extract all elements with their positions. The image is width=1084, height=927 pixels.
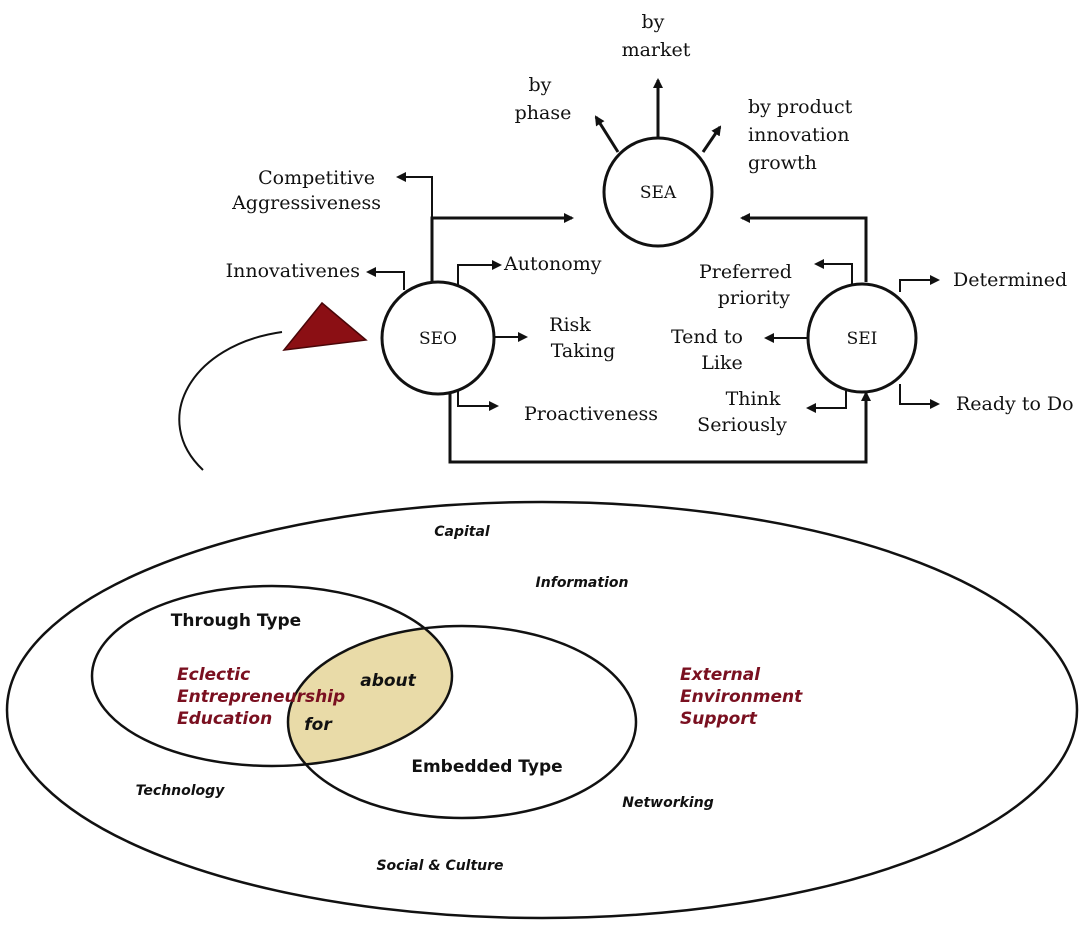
external-support-label: External Environment Support: [680, 665, 808, 729]
red-triangle-icon: [282, 301, 368, 351]
sea-product-arrow: [701, 125, 722, 153]
sei-determined-arrow: [899, 275, 940, 292]
outer-ellipse: [5, 500, 1079, 920]
label-proactiveness: Proactiveness: [524, 403, 658, 425]
seo-proactiveness-arrow: [457, 385, 499, 411]
sei-ready-arrow: [899, 384, 940, 409]
sei-think-arrow: [806, 391, 847, 413]
label-competitive-aggressiveness: Competitive Aggressiveness: [231, 167, 381, 214]
networking-label: Networking: [622, 795, 713, 811]
curved-pointer-line: [178, 331, 283, 471]
label-by-market: by market: [622, 11, 691, 61]
label-by-product-innovation-growth: by product innovation growth: [748, 96, 858, 174]
label-think-seriously: Think Seriously: [697, 388, 787, 436]
social-culture-label: Social & Culture: [376, 858, 503, 874]
embedded-type-label: Embedded Type: [411, 757, 562, 777]
sei-preferred-arrow: [814, 259, 853, 284]
label-autonomy: Autonomy: [503, 253, 602, 275]
about-label: about: [360, 671, 416, 691]
sei-to-sea-connector: [740, 213, 868, 282]
curved-pointer: [178, 301, 368, 471]
label-by-phase: by phase: [515, 74, 572, 124]
seo-node-label: SEO: [419, 329, 457, 349]
seo-autonomy-arrow: [457, 260, 502, 290]
label-preferred-priority: Preferred priority: [699, 261, 798, 309]
label-ready-to-do: Ready to Do: [956, 393, 1074, 415]
seo-competitive-arrow: [396, 172, 433, 292]
capital-label: Capital: [434, 524, 490, 540]
for-label: for: [304, 715, 333, 735]
embedded-type-ellipse: [286, 624, 638, 820]
seo-to-sei-connector: [448, 391, 871, 464]
sea-node-label: SEA: [640, 183, 677, 203]
seo-node: [380, 280, 496, 396]
concept-diagram: SEA SEO SEI by market by phase by produc…: [226, 11, 1074, 464]
label-risk-taking: Risk Taking: [549, 314, 615, 362]
information-label: Information: [536, 575, 629, 591]
sei-node-label: SEI: [847, 329, 878, 349]
through-type-label: Through Type: [171, 611, 301, 631]
label-tend-to-like: Tend to Like: [671, 326, 749, 374]
seo-innovativeness-arrow: [366, 267, 405, 290]
label-innovativenes: Innovativenes: [226, 260, 360, 282]
embedded-ellipse-fill: [288, 626, 452, 766]
technology-label: Technology: [136, 783, 226, 799]
eclectic-education-label: Eclectic Entrepreneurship Education: [177, 665, 351, 729]
venn-diagram: Through Type Embedded Type about for Ecl…: [5, 500, 1079, 920]
sei-node: [806, 282, 918, 394]
sea-phase-arrow: [594, 115, 620, 153]
through-type-ellipse: [90, 584, 454, 768]
label-determined: Determined: [953, 269, 1067, 291]
sea-node: [602, 136, 714, 248]
